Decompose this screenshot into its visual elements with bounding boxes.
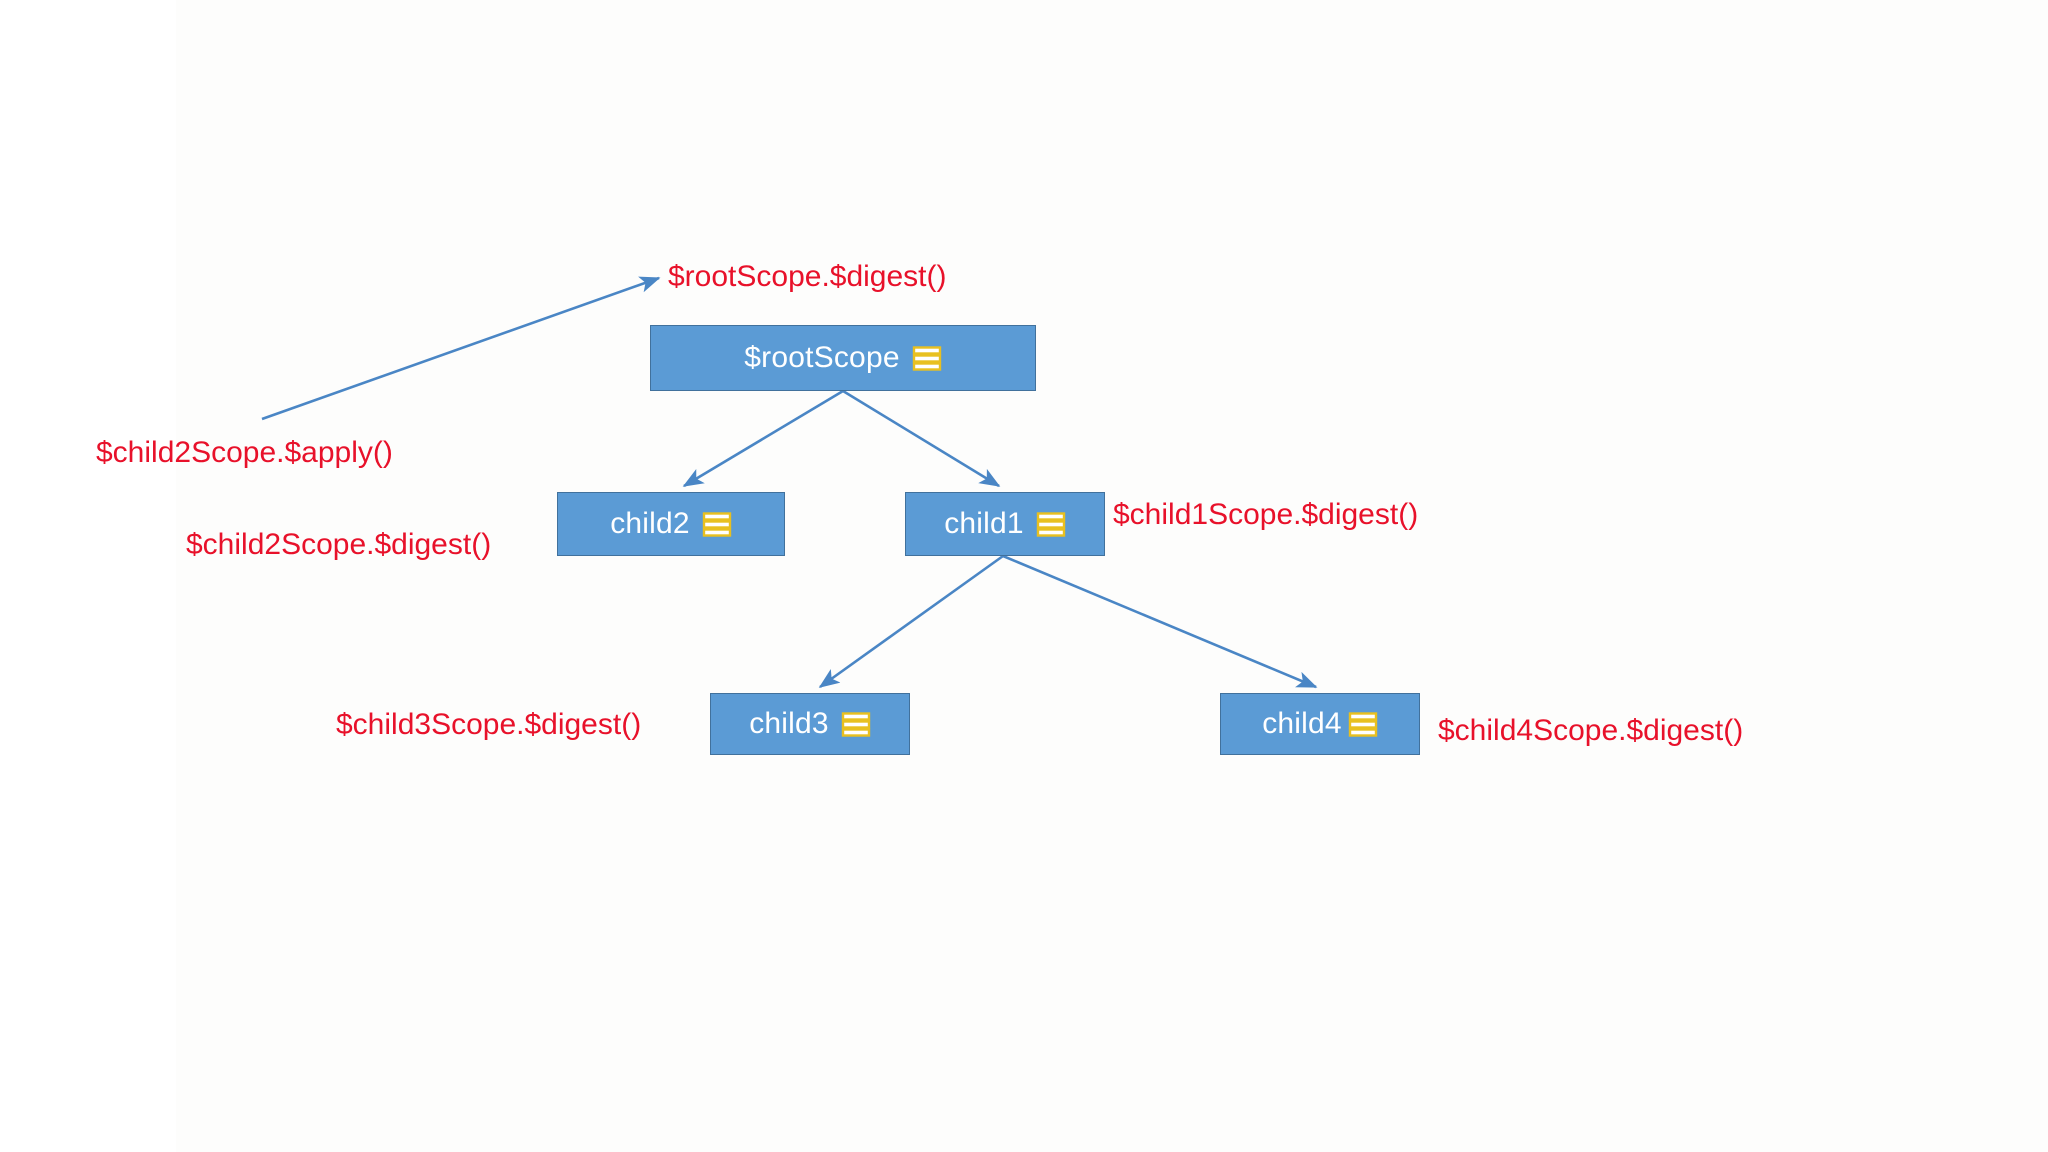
edge-child1-to-child4	[1002, 554, 1318, 689]
annotation-rootscope-digest: $rootScope.$digest()	[668, 260, 947, 293]
hamburger-menu-icon	[841, 709, 871, 739]
hamburger-menu-icon	[1036, 509, 1066, 539]
node-rootscope-label: $rootScope	[744, 341, 900, 374]
node-child2[interactable]: child2	[557, 492, 785, 556]
hamburger-menu-icon	[912, 343, 942, 373]
node-child3[interactable]: child3	[710, 693, 910, 755]
node-child2-label: child2	[610, 507, 690, 540]
hamburger-menu-icon	[702, 509, 732, 539]
edge-apply-to-root-digest	[261, 276, 661, 421]
node-child3-label: child3	[749, 707, 829, 740]
annotation-child1scope-digest: $child1Scope.$digest()	[1113, 498, 1419, 531]
edge-rootscope-to-child1	[842, 389, 1001, 488]
edge-child1-to-child3	[818, 554, 1004, 689]
slide-background	[176, 0, 2048, 1152]
annotation-child2scope-digest: $child2Scope.$digest()	[186, 528, 492, 561]
node-child4-label: child4	[1262, 707, 1342, 740]
hamburger-menu-icon	[1348, 709, 1378, 739]
annotation-child2scope-apply: $child2Scope.$apply()	[96, 436, 393, 469]
annotation-child3scope-digest: $child3Scope.$digest()	[336, 708, 642, 741]
edge-rootscope-to-child2	[682, 389, 844, 488]
node-child1[interactable]: child1	[905, 492, 1105, 556]
node-child4[interactable]: child4	[1220, 693, 1420, 755]
annotation-child4scope-digest: $child4Scope.$digest()	[1438, 714, 1744, 747]
node-rootscope[interactable]: $rootScope	[650, 325, 1036, 391]
node-child1-label: child1	[944, 507, 1024, 540]
